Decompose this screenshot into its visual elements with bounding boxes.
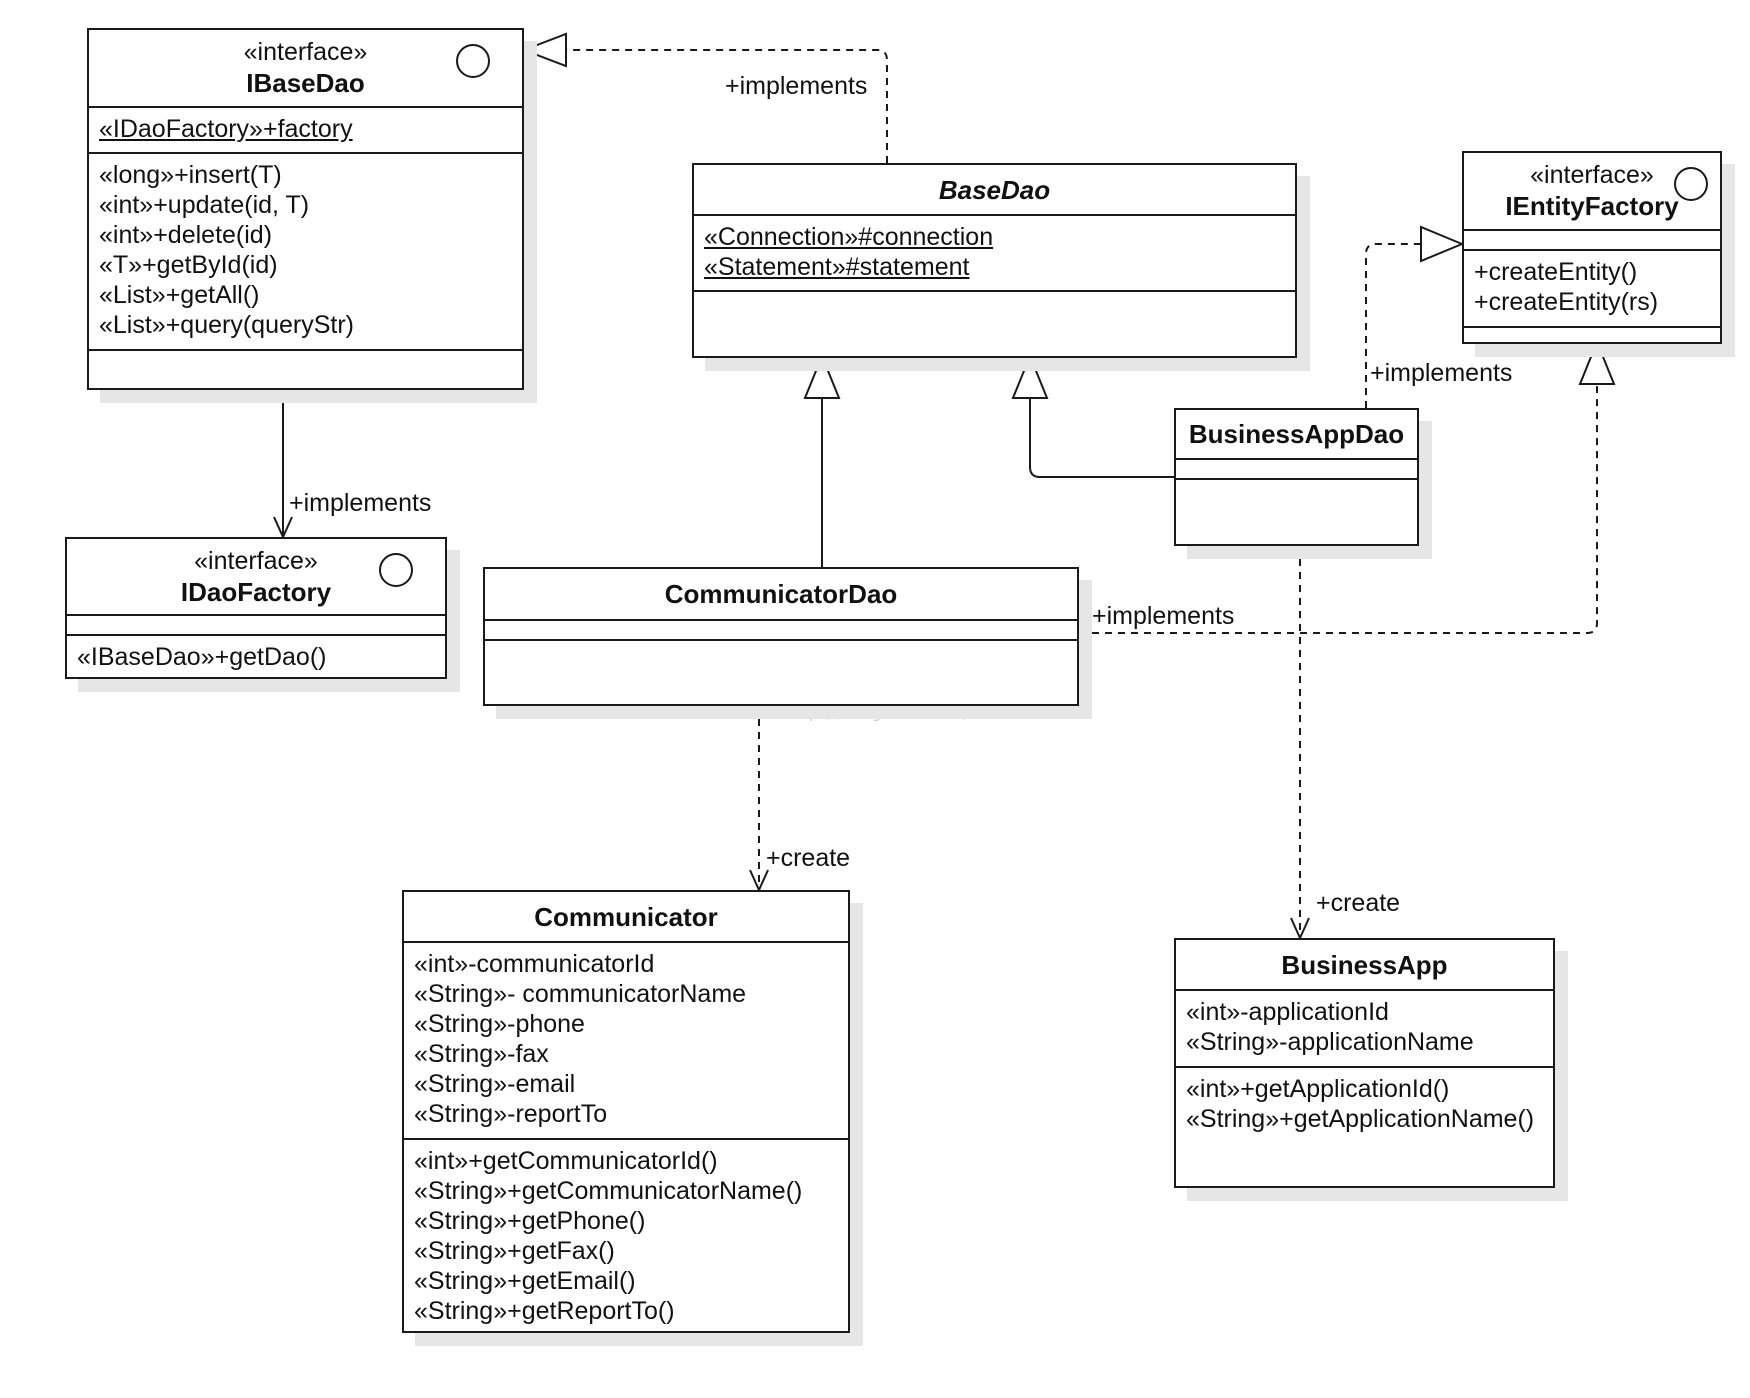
operation: «int»+getCommunicatorId() — [414, 1147, 718, 1175]
operation: «String»+getPhone() — [414, 1207, 646, 1235]
relation-label-basedao-implements: +implements — [725, 72, 868, 100]
operation: +createEntity(rs) — [1474, 288, 1659, 316]
realization-arrowhead — [521, 32, 567, 68]
class-communicatordao: CommunicatorDao — [483, 567, 1079, 706]
relation-label-communicatordao-implements: +implements — [1092, 602, 1235, 630]
class-name: IEntityFactory — [1505, 191, 1679, 221]
operations-section: +createEntity() +createEntity(rs) — [1464, 251, 1720, 328]
generalization-arrowhead — [803, 353, 841, 399]
class-header: «interface» IEntityFactory — [1464, 153, 1720, 231]
class-name: BaseDao — [938, 174, 1051, 205]
interface-circle-icon — [1674, 167, 1708, 201]
class-header: CommunicatorDao — [485, 569, 1077, 621]
class-name: Communicator — [534, 901, 718, 932]
relation-label-communicatordao-create: +create — [766, 844, 851, 872]
class-header: «interface» IBaseDao — [89, 30, 522, 108]
class-name: BusinessApp — [1281, 949, 1448, 980]
class-header: Communicator — [404, 892, 848, 943]
class-idaofactory: «interface» IDaoFactory «IBaseDao»+getDa… — [65, 537, 447, 679]
class-header: «interface» IDaoFactory — [67, 539, 445, 616]
operation: «String»+getCommunicatorName() — [414, 1177, 803, 1205]
operations-section — [694, 292, 1295, 304]
basedao-ibasedao-realization — [566, 49, 888, 163]
class-name: IBaseDao — [246, 68, 365, 98]
operation: «String»+getFax() — [414, 1237, 615, 1265]
operation: «T»+getById(id) — [99, 251, 278, 279]
stereotype: «interface» — [194, 546, 318, 575]
attribute: «int»-communicatorId — [414, 950, 655, 978]
interface-circle-icon — [456, 44, 490, 78]
attributes-section — [67, 616, 445, 636]
realization-arrowhead — [1420, 225, 1465, 263]
attributes-section: «Connection»#connection «Statement»#stat… — [694, 216, 1295, 292]
stereotype: «interface» — [1530, 161, 1654, 189]
class-basedao: BaseDao «Connection»#connection «Stateme… — [692, 163, 1297, 358]
attribute: «String»-applicationName — [1186, 1028, 1474, 1056]
operation: «String»+getEmail() — [414, 1267, 636, 1295]
interface-circle-icon — [379, 553, 413, 587]
attribute: «String»-reportTo — [414, 1100, 608, 1128]
class-name: CommunicatorDao — [664, 579, 898, 609]
class-header: BaseDao — [694, 165, 1295, 216]
class-ibasedao: «interface» IBaseDao «IDaoFactory»+facto… — [87, 28, 524, 390]
attributes-section: «IDaoFactory»+factory — [89, 108, 522, 154]
operation: «IBaseDao»+getDao() — [77, 643, 327, 671]
operations-section — [1176, 480, 1417, 492]
class-name: IDaoFactory — [180, 576, 332, 607]
attribute: «Connection»#connection — [704, 223, 994, 251]
operation: «int»+delete(id) — [99, 221, 273, 249]
relation-label-ibasedao-implements: +implements — [289, 489, 432, 517]
class-header: BusinessApp — [1176, 940, 1553, 991]
operations-section: «long»+insert(T) «int»+update(id, T) «in… — [89, 154, 522, 351]
attributes-section — [1464, 231, 1720, 251]
relation-label-businessappdao-implements: +implements — [1370, 359, 1513, 387]
businessappdao-basedao-generalization — [1029, 398, 1174, 478]
operations-section: «IBaseDao»+getDao() — [67, 636, 445, 678]
operation: «List»+query(queryStr) — [99, 311, 354, 339]
attributes-section — [1176, 460, 1417, 480]
operation: +createEntity() — [1474, 258, 1638, 286]
businessappdao-ientityfactory-realization — [1365, 243, 1423, 408]
operations-section: «int»+getApplicationId() «String»+getApp… — [1176, 1068, 1553, 1140]
operations-section — [485, 641, 1077, 653]
attribute: «String»- communicatorName — [414, 980, 747, 1008]
class-name: BusinessAppDao — [1188, 419, 1405, 449]
operation: «int»+update(id, T) — [99, 191, 310, 219]
attributes-section — [485, 621, 1077, 641]
operation: «int»+getApplicationId() — [1186, 1075, 1450, 1103]
attribute: «int»-applicationId — [1186, 998, 1389, 1026]
operation: «List»+getAll() — [99, 281, 260, 309]
class-header: BusinessAppDao — [1176, 410, 1417, 460]
generalization-arrowhead — [1011, 353, 1049, 399]
watermark: http://blog.csdn.net/ — [782, 704, 972, 722]
class-communicator: Communicator «int»-communicatorId «Strin… — [402, 890, 850, 1333]
relation-label-businessappdao-create: +create — [1316, 889, 1401, 917]
attribute: «String»-fax — [414, 1040, 549, 1068]
communicatordao-ientityfactory-realization — [1079, 384, 1598, 634]
operations-section: «int»+getCommunicatorId() «String»+getCo… — [404, 1140, 848, 1332]
attributes-section: «int»-communicatorId «String»- communica… — [404, 943, 848, 1140]
class-businessapp: BusinessApp «int»-applicationId «String»… — [1174, 938, 1555, 1188]
attribute: «String»-phone — [414, 1010, 585, 1038]
attribute: «String»-email — [414, 1070, 576, 1098]
stereotype: «interface» — [243, 38, 368, 66]
class-ientityfactory: «interface» IEntityFactory +createEntity… — [1462, 151, 1722, 344]
operation: «long»+insert(T) — [99, 161, 282, 189]
attribute: «IDaoFactory»+factory — [99, 115, 353, 143]
realization-arrowhead — [1578, 339, 1616, 385]
attributes-section: «int»-applicationId «String»-application… — [1176, 991, 1553, 1068]
class-businessappdao: BusinessAppDao — [1174, 408, 1419, 546]
attribute: «Statement»#statement — [704, 253, 970, 281]
operation: «String»+getApplicationName() — [1186, 1105, 1535, 1133]
operation: «String»+getReportTo() — [414, 1297, 675, 1325]
